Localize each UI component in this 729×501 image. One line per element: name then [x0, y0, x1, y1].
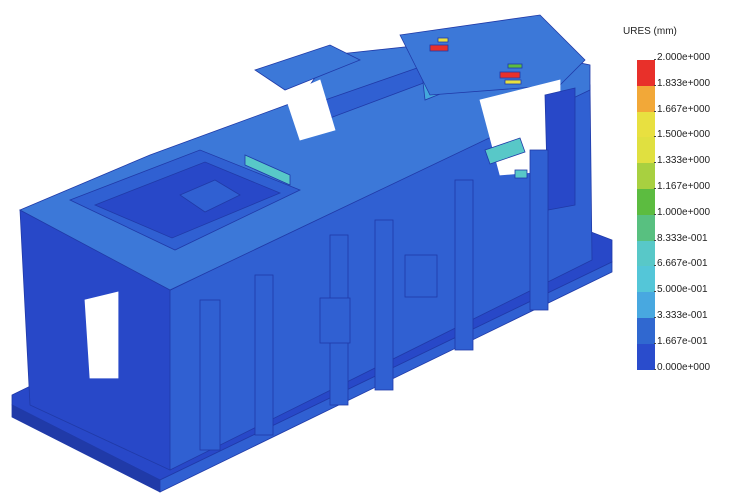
legend-swatch — [637, 163, 655, 189]
floor-box-2 — [404, 254, 438, 298]
legend-tick-label: 1.667e+000 — [653, 103, 711, 115]
legend-tick-label: 2.000e+000 — [653, 52, 711, 63]
tray-inner — [179, 179, 241, 213]
tray-edge-highlight — [244, 154, 291, 186]
side-bracket — [484, 137, 526, 165]
legend-tick-label: 0.000e+000 — [653, 361, 711, 373]
legend-title: URES (mm) — [623, 26, 677, 37]
legend-swatch — [637, 60, 655, 86]
floor-box-1 — [319, 297, 351, 344]
high-displacement-part — [504, 79, 522, 85]
high-displacement-part — [499, 71, 521, 79]
legend-tick-label: 1.500e+000 — [653, 129, 711, 141]
deck-opening-1 — [284, 79, 336, 141]
side-bracket-lower — [514, 169, 528, 179]
legend-tick-label: 1.833e+000 — [653, 77, 711, 89]
support-column — [454, 179, 474, 351]
legend-tick-label: 1.000e+000 — [653, 206, 711, 218]
legend-tick-label: 1.167e+000 — [653, 181, 711, 192]
upper-beam-left — [254, 44, 361, 91]
legend-swatch — [637, 188, 655, 215]
right-pillar — [544, 87, 576, 211]
high-displacement-part — [429, 44, 449, 52]
support-column — [199, 299, 221, 451]
legend-swatch — [637, 240, 655, 267]
high-displacement-part — [437, 37, 449, 43]
color-legend: URES (mm) 2.000e+000 1.833e+000 1.667e+000… — [620, 22, 729, 382]
legend-color-bar — [637, 60, 655, 370]
legend-swatch — [637, 343, 655, 370]
front-opening-shape — [84, 291, 119, 379]
legend-swatch — [637, 85, 655, 112]
support-column — [374, 219, 394, 391]
legend-tick-label: 8.333e-001 — [654, 232, 708, 244]
support-column — [254, 274, 274, 436]
high-displacement-part — [507, 63, 523, 69]
fea-model[interactable] — [0, 0, 620, 501]
legend-tick-label: 1.333e+000 — [653, 155, 711, 167]
support-column — [529, 149, 549, 311]
legend-swatch — [637, 266, 655, 293]
legend-tick-label: 3.333e-001 — [654, 310, 708, 321]
legend-swatch — [637, 214, 655, 241]
legend-swatch — [637, 317, 655, 344]
legend-swatch — [637, 111, 655, 138]
top-machinery — [399, 14, 586, 96]
legend-swatch — [637, 292, 655, 318]
legend-tick-label: 5.000e-001 — [654, 284, 708, 296]
legend-tick-label: 1.667e-001 — [654, 335, 708, 347]
legend-swatch — [637, 137, 655, 164]
legend-tick-label: 6.667e-001 — [654, 258, 708, 270]
